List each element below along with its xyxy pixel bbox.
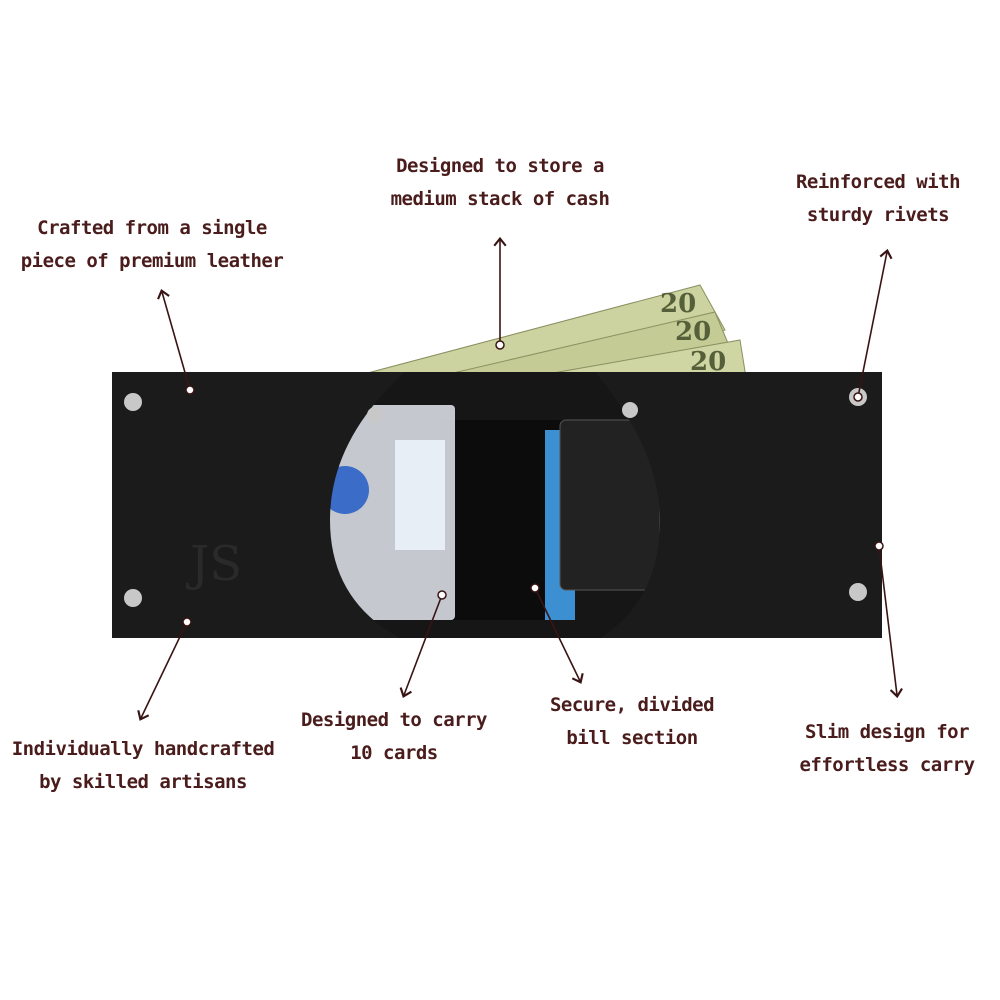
callout-line: Designed to store a	[396, 155, 604, 177]
callout-line: effortless carry	[799, 754, 975, 776]
callout-line: Reinforced with	[795, 171, 961, 193]
callout-line: medium stack of cash	[390, 188, 610, 210]
callout-bill-section: Secure, divided bill section	[549, 689, 715, 755]
callout-cash: Designed to store a medium stack of cash	[391, 150, 610, 216]
callout-cards: Designed to carry 10 cards	[301, 704, 487, 770]
svg-text:20: 20	[675, 317, 711, 347]
callout-line: Designed to carry	[301, 709, 487, 731]
callout-line: Slim design for	[804, 721, 970, 743]
callout-line: Individually handcrafted	[11, 738, 275, 760]
callout-line: 10 cards	[350, 742, 438, 764]
callout-slim: Slim design for effortless carry	[799, 716, 975, 782]
callout-line: Secure, divided	[549, 694, 715, 716]
callout-leather: Crafted from a single piece of premium le…	[21, 212, 284, 278]
brand-emboss-logo: JS	[185, 536, 242, 592]
callout-line: sturdy rivets	[806, 204, 950, 226]
callout-line: piece of premium leather	[20, 250, 284, 272]
callout-line: Crafted from a single	[37, 217, 267, 239]
wallet-body: JS	[112, 372, 882, 638]
callout-line: bill section	[566, 727, 698, 749]
svg-text:20: 20	[660, 289, 696, 319]
callout-handcrafted: Individually handcrafted by skilled artis…	[12, 733, 275, 799]
callout-arrows	[137, 236, 903, 721]
callout-rivets: Reinforced with sturdy rivets	[795, 166, 961, 232]
callout-dots	[182, 340, 884, 627]
callout-line: by skilled artisans	[39, 771, 247, 793]
